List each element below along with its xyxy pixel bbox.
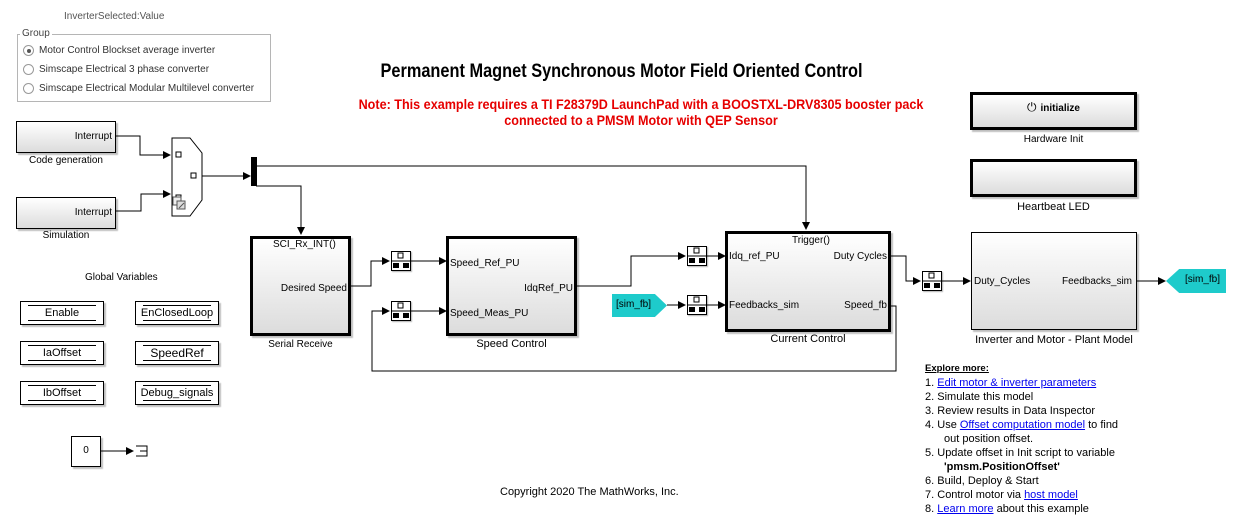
rate-transition-block[interactable] bbox=[687, 246, 707, 266]
current-control-caption: Current Control bbox=[770, 333, 846, 345]
data-store-enable[interactable]: Enable bbox=[20, 301, 104, 325]
global-variables-title: Global Variables bbox=[85, 272, 158, 283]
rate-transition-block[interactable] bbox=[391, 251, 411, 271]
radio-label: Motor Control Blockset average inverter bbox=[39, 45, 216, 56]
explore-item-8: 8. Learn more about this example bbox=[925, 503, 1089, 515]
speed-control-block[interactable]: Speed_Ref_PU Speed_Meas_PU IdqRef_PU bbox=[446, 236, 577, 336]
simulation-block[interactable]: Interrupt bbox=[16, 197, 116, 229]
goto-tag-label: [sim_fb] bbox=[1184, 274, 1220, 285]
goto-block-sim-fb[interactable]: [sim_fb] bbox=[1166, 269, 1226, 293]
code-generation-block[interactable]: Interrupt bbox=[16, 121, 116, 153]
radio-button-selected[interactable] bbox=[23, 45, 34, 56]
explore-item-2: 2. Simulate this model bbox=[925, 391, 1034, 403]
speed-meas-port-label: Speed_Meas_PU bbox=[450, 308, 529, 319]
data-store-iboffset[interactable]: IbOffset bbox=[20, 381, 104, 405]
trigger-port-label: Trigger() bbox=[792, 235, 830, 246]
host-model-link[interactable]: host model bbox=[1024, 489, 1078, 501]
current-control-block[interactable]: Trigger() Idq_ref_PU Feedbacks_sim Duty … bbox=[725, 231, 891, 332]
edit-parameters-link[interactable]: Edit motor & inverter parameters bbox=[937, 377, 1097, 389]
explore-item-5-cont: 'pmsm.PositionOffset' bbox=[944, 461, 1060, 473]
interrupt-port-label: Interrupt bbox=[74, 207, 112, 218]
explore-item-5: 5. Update offset in Init script to varia… bbox=[925, 447, 1115, 459]
rate-transition-block[interactable] bbox=[391, 301, 411, 321]
feedbacks-sim-port-label: Feedbacks_sim bbox=[1061, 276, 1132, 287]
from-tag-label: [sim_fb] bbox=[616, 299, 652, 310]
wire-duty-to-rt5 bbox=[890, 255, 921, 285]
learn-more-link[interactable]: Learn more bbox=[937, 503, 994, 515]
constant-block[interactable]: 0 bbox=[71, 436, 101, 467]
explore-item-4-cont: out position offset. bbox=[944, 433, 1034, 445]
power-icon: ⏻ bbox=[1027, 100, 1037, 114]
serial-receive-block[interactable]: SCI_Rx_INT() Desired Speed bbox=[250, 236, 351, 336]
wire-mux-to-current bbox=[256, 165, 810, 230]
explore-item-3: 3. Review results in Data Inspector bbox=[925, 405, 1095, 417]
terminator-block bbox=[136, 445, 148, 457]
wire-mux-to-serial bbox=[256, 185, 305, 235]
rate-transition-block[interactable] bbox=[922, 271, 942, 291]
desired-speed-port-label: Desired Speed bbox=[280, 283, 347, 294]
offset-computation-link[interactable]: Offset computation model bbox=[959, 419, 1086, 431]
heartbeat-led-block[interactable] bbox=[970, 159, 1137, 197]
from-block-sim-fb[interactable]: [sim_fb] bbox=[612, 294, 667, 317]
trigger-port-label: SCI_Rx_INT() bbox=[273, 239, 336, 250]
idqref-port-label: IdqRef_PU bbox=[524, 283, 573, 294]
duty-cycles-port-label: Duty Cycles bbox=[833, 251, 887, 262]
radio-option-3-phase-converter[interactable]: Simscape Electrical 3 phase converter bbox=[23, 64, 209, 75]
copyright-text: Copyright 2020 The MathWorks, Inc. bbox=[500, 486, 679, 498]
interrupt-port-label: Interrupt bbox=[74, 131, 112, 142]
data-store-speedref[interactable]: SpeedRef bbox=[135, 341, 219, 365]
radio-button[interactable] bbox=[23, 83, 34, 94]
simulation-caption: Simulation bbox=[42, 230, 90, 241]
explore-item-4: 4. Use Offset computation model to find bbox=[925, 419, 1119, 431]
hardware-init-block[interactable]: ⏻initialize bbox=[970, 92, 1137, 130]
wire-codegen-to-merge bbox=[116, 135, 171, 159]
variant-parameter-label: InverterSelected:Value bbox=[64, 11, 165, 22]
model-title: Permanent Magnet Synchronous Motor Field… bbox=[380, 61, 863, 82]
radio-option-average-inverter[interactable]: Motor Control Blockset average inverter bbox=[23, 45, 215, 56]
variant-group-box bbox=[17, 34, 271, 102]
radio-label: Simscape Electrical Modular Multilevel c… bbox=[39, 83, 255, 94]
speed-fb-port-label: Speed_fb bbox=[844, 300, 887, 311]
code-generation-caption: Code generation bbox=[29, 155, 103, 166]
data-store-debug-signals[interactable]: Debug_signals bbox=[135, 381, 219, 405]
explore-item-7: 7. Control motor via host model bbox=[925, 489, 1078, 501]
initialize-label: initialize bbox=[1040, 103, 1080, 114]
note-line-1: Note: This example requires a TI F28379D… bbox=[358, 96, 924, 112]
explore-item-6: 6. Build, Deploy & Start bbox=[925, 475, 1039, 487]
serial-receive-caption: Serial Receive bbox=[268, 339, 333, 350]
inverter-motor-plant-block[interactable]: Duty_Cycles Feedbacks_sim bbox=[971, 232, 1137, 330]
heartbeat-led-caption: Heartbeat LED bbox=[1017, 201, 1090, 213]
explore-more-panel: Explore more: 1. Edit motor & inverter p… bbox=[925, 362, 1118, 516]
explore-item-1: 1. Edit motor & inverter parameters bbox=[925, 377, 1097, 389]
wire-sim-to-merge bbox=[116, 190, 171, 212]
rate-transition-block[interactable] bbox=[687, 295, 707, 315]
radio-option-mmc-converter[interactable]: Simscape Electrical Modular Multilevel c… bbox=[23, 83, 254, 94]
data-store-iaoffset[interactable]: IaOffset bbox=[20, 341, 104, 365]
data-store-enclosedloop[interactable]: EnClosedLoop bbox=[135, 301, 219, 325]
mux-block bbox=[251, 157, 257, 186]
duty-cycles-port-label: Duty_Cycles bbox=[974, 276, 1031, 287]
radio-button[interactable] bbox=[23, 64, 34, 75]
note-line-2: connected to a PMSM Motor with QEP Senso… bbox=[504, 112, 778, 128]
idq-ref-port-label: Idq_ref_PU bbox=[729, 251, 780, 262]
speed-control-caption: Speed Control bbox=[476, 338, 547, 350]
plant-model-caption: Inverter and Motor - Plant Model bbox=[975, 334, 1133, 346]
hardware-note: Note: This example requires a TI F28379D… bbox=[64, 96, 1218, 128]
wire-serial-to-rt1 bbox=[350, 257, 390, 287]
wire-speedfb-feedback bbox=[371, 305, 897, 372]
explore-heading: Explore more: bbox=[925, 363, 989, 374]
speed-ref-port-label: Speed_Ref_PU bbox=[450, 258, 520, 269]
variant-group-label: Group bbox=[20, 28, 52, 39]
constant-value: 0 bbox=[83, 445, 89, 456]
feedbacks-sim-port-label: Feedbacks_sim bbox=[729, 300, 800, 311]
radio-label: Simscape Electrical 3 phase converter bbox=[39, 64, 210, 75]
wire-speed-to-rt3 bbox=[577, 252, 686, 287]
hardware-init-caption: Hardware Init bbox=[1023, 134, 1084, 145]
merge-block bbox=[171, 137, 203, 217]
